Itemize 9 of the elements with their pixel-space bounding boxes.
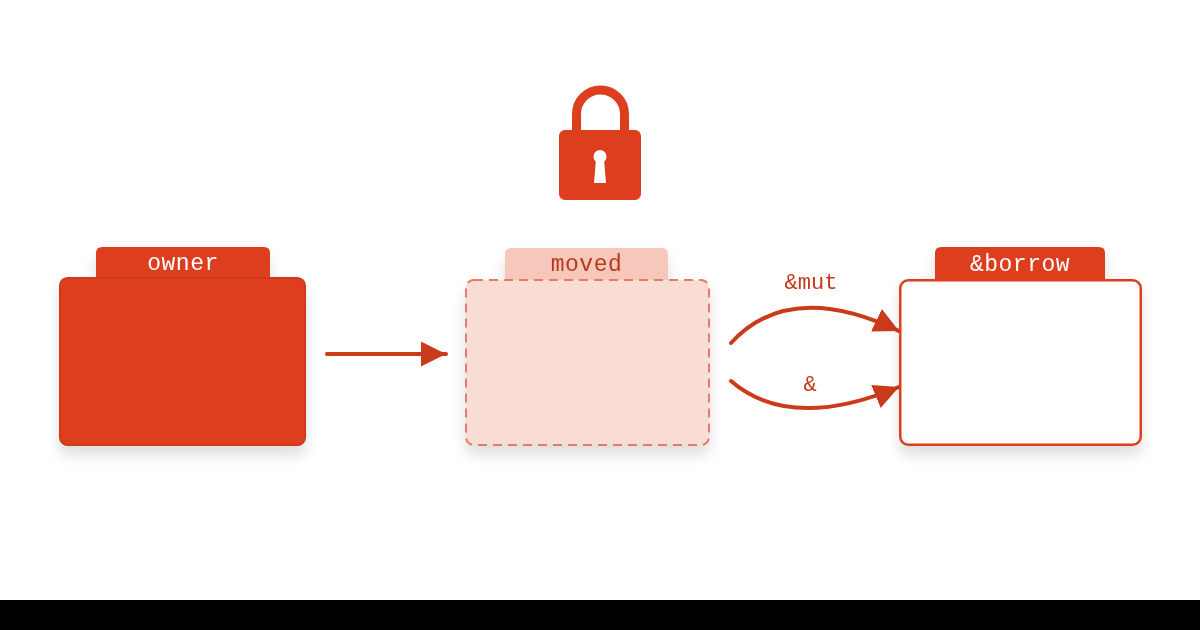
folder-title: moved [550, 254, 623, 277]
folder [59, 247, 306, 446]
arrow [325, 341, 448, 367]
folder-title: &borrow [969, 253, 1071, 277]
folder [899, 247, 1142, 446]
folder [465, 248, 710, 446]
arrow [729, 379, 901, 410]
folder-title: owner [147, 252, 219, 276]
arrow [729, 305, 901, 345]
